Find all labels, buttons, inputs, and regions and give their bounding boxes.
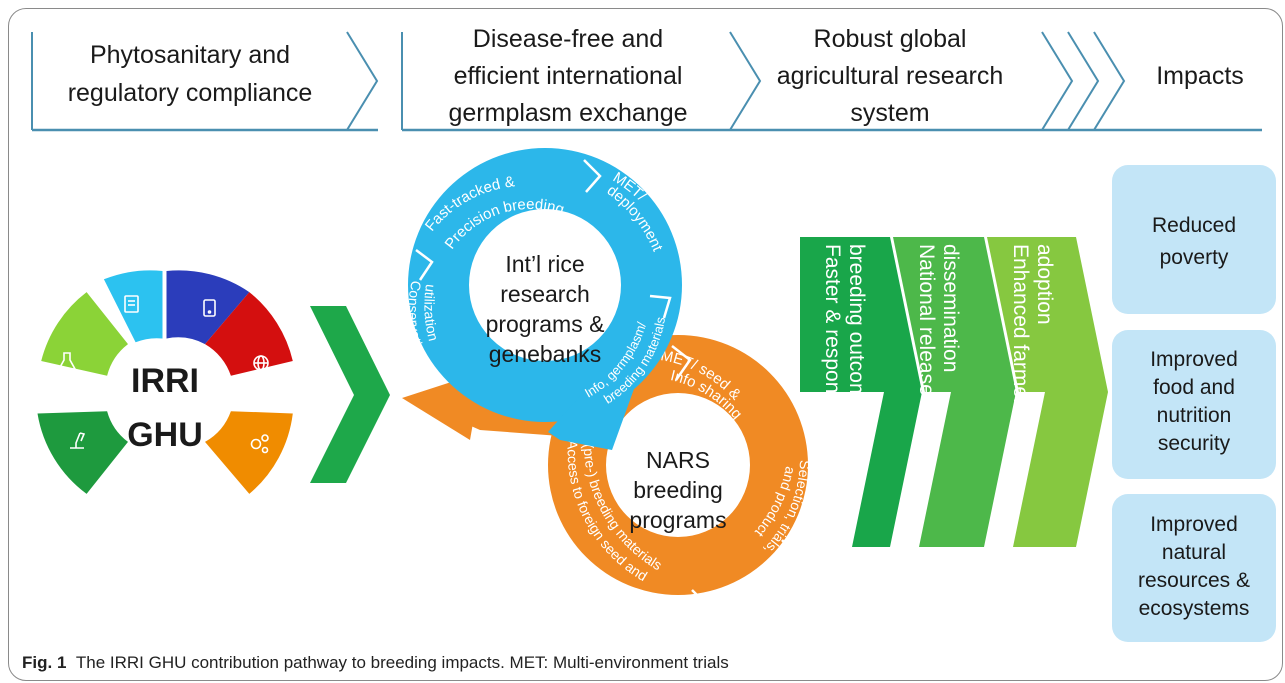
impact-food-line4: security — [1158, 432, 1231, 455]
impact-box-poverty — [1112, 165, 1276, 314]
pathway-chevron-enhanced — [987, 237, 1108, 547]
stage3-line3: system — [850, 99, 929, 127]
stage3-line1: Robust global — [814, 25, 967, 53]
flask-icon — [57, 352, 77, 370]
impact-resources-line4: ecosystems — [1139, 597, 1250, 620]
stage4-label: Impacts — [1156, 62, 1244, 90]
blue-center-line1: Int’l rice — [505, 251, 584, 277]
gears-icon — [250, 434, 269, 454]
stage2-line3: germplasm exchange — [448, 99, 687, 127]
stage2-line1: Disease-free and — [473, 25, 663, 53]
blue-ring — [408, 148, 682, 422]
blue-arc-utilization: utilization — [421, 283, 441, 342]
impact-resources-line1: Improved — [1150, 513, 1238, 536]
document-icon — [124, 295, 139, 313]
pathway-chevron-national — [893, 237, 1016, 547]
pathway-enhanced-line2: adoption — [1033, 244, 1056, 325]
ghu-segment-gears — [205, 411, 293, 494]
stage1-line2: regulatory compliance — [68, 79, 313, 107]
caption-label: Fig. 1 — [22, 653, 67, 672]
orange-center-line1: NARS — [646, 447, 710, 473]
pathway-chevrons: Faster & responsive breeding outcomes Na… — [800, 237, 1108, 547]
caption-text: The IRRI GHU contribution pathway to bre… — [75, 653, 729, 672]
pathway-enhanced-line1: Enhanced farmer — [1009, 244, 1032, 405]
pathway-faster-line2: breeding outcomes — [845, 244, 868, 423]
ghu-segment-tablet — [166, 270, 250, 345]
ghu-output-chevron — [310, 306, 390, 483]
stage1-line1: Phytosanitary and — [90, 41, 290, 69]
header-labels: Phytosanitary and regulatory compliance … — [68, 25, 1244, 127]
blue-center-line4: genebanks — [489, 341, 602, 367]
header-stage-bars — [31, 31, 1262, 132]
ghu-segment-globe — [205, 292, 293, 376]
orange-center-line3: programs — [629, 507, 726, 533]
impact-poverty-line2: poverty — [1160, 246, 1229, 269]
impact-food-line2: food and — [1153, 376, 1235, 399]
blue-center-line3: programs & — [486, 311, 605, 337]
impact-resources-line3: resources & — [1138, 569, 1250, 592]
impact-box-food — [1112, 330, 1276, 479]
figure-caption: Fig. 1 The IRRI GHU contribution pathway… — [22, 653, 729, 673]
ghu-segment-microscope — [37, 411, 128, 494]
ghu-label-irri: IRRI — [131, 362, 199, 400]
impact-boxes: Reduced poverty Improved food and nutrit… — [1112, 165, 1276, 642]
tablet-icon — [203, 299, 216, 317]
pathway-national-line1: National release & — [915, 244, 938, 416]
pathway-national-line2: dissemination — [939, 244, 962, 372]
ghu-ring: IRRI GHU — [37, 270, 293, 494]
impact-food-line1: Improved — [1150, 348, 1238, 371]
impact-box-resources — [1112, 494, 1276, 642]
orange-center-line2: breeding — [633, 477, 723, 503]
impact-food-line3: nutrition — [1157, 404, 1232, 427]
microscope-icon — [70, 432, 86, 449]
stage2-line2: efficient international — [454, 62, 683, 90]
figure-frame — [8, 8, 1283, 681]
impact-poverty-line1: Reduced — [1152, 214, 1236, 237]
blue-cycle: Int’l rice research programs & genebanks… — [405, 148, 682, 450]
pathway-chevron-faster — [800, 237, 922, 547]
stage3-line2: agricultural research — [777, 62, 1004, 90]
ghu-label-ghu: GHU — [127, 416, 203, 454]
globe-icon — [253, 355, 269, 371]
ghu-segment-flask — [41, 292, 129, 376]
blue-center-line2: research — [500, 281, 589, 307]
ghu-segment-document — [103, 270, 163, 343]
blue-down-arrow — [548, 350, 648, 450]
pathway-faster-line1: Faster & responsive — [821, 244, 844, 431]
impact-resources-line2: natural — [1162, 541, 1226, 564]
